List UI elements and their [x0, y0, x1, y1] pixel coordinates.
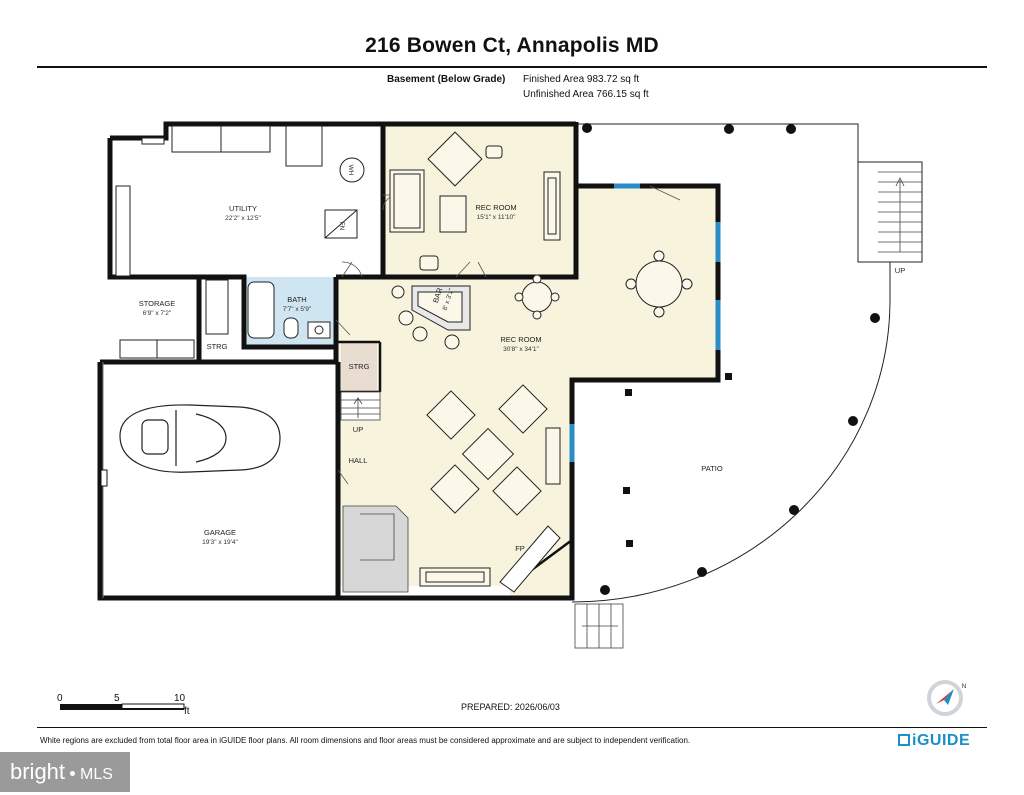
room-name-patio: PATIO: [701, 464, 723, 473]
room-name-hall: HALL: [349, 456, 368, 465]
room-dims-rec-room-2: 30'8" x 34'1": [503, 346, 539, 353]
room-dims-utility: 22'2" x 12'5": [225, 215, 261, 222]
car: [119, 404, 281, 473]
scale-tick-5: 5: [114, 693, 120, 704]
rec-room-2-furniture: [419, 384, 561, 593]
watermark-left-text: bright: [10, 759, 66, 784]
room-name-fp: FP: [515, 544, 525, 553]
iguide-logo-icon: [898, 734, 910, 746]
room-name-strg-2: STRG: [349, 362, 370, 371]
scale-unit: ft: [184, 706, 190, 717]
windows: [569, 183, 721, 462]
unfinished-area: Unfinished Area 766.15 sq ft: [523, 89, 649, 100]
dining-tables: [514, 250, 693, 320]
prepared-date: PREPARED: 2026/06/03: [461, 702, 560, 712]
compass-icon: N: [927, 680, 967, 716]
hall-stairs-up-label: UP: [353, 425, 363, 434]
patio-stairs: [574, 171, 922, 649]
utility-fixtures: [115, 125, 365, 277]
bright-mls-watermark: bright MLS: [0, 752, 130, 792]
title-divider: [37, 66, 987, 68]
iguide-logo: iGUIDE: [898, 732, 970, 750]
walls: [97, 121, 721, 601]
rec-room-1-furniture: [389, 131, 561, 271]
room-name-storage: STORAGE: [139, 299, 176, 308]
bar-counter: [411, 285, 471, 331]
garage-door-gap: [100, 469, 108, 487]
scale-tick-10: 10: [174, 693, 186, 704]
patio-posts: [582, 123, 880, 595]
patio-stairs-up-label: UP: [895, 266, 905, 275]
room-dims-storage: 6'9" x 7'2": [143, 310, 172, 317]
room-dims-garage: 19'3" x 19'4": [202, 539, 238, 546]
room-dims-bath: 7'7" x 5'9": [283, 306, 312, 313]
strg-fill: [341, 342, 377, 392]
room-name-bath: BATH: [287, 295, 306, 304]
iguide-logo-text: iGUIDE: [912, 732, 971, 749]
disclaimer-text: White regions are excluded from total fl…: [40, 736, 691, 745]
finished-area: Finished Area 983.72 sq ft: [523, 74, 640, 85]
hall-stairs: [340, 391, 409, 593]
water-heater: [339, 157, 365, 183]
storage-fixtures: [119, 279, 229, 359]
scale-tick-0: 0: [57, 693, 63, 704]
room-name-strg-1: STRG: [207, 342, 228, 351]
watermark-dot-icon: [70, 770, 76, 776]
room-name-utility: UTILITY: [229, 204, 257, 213]
scale-bar: 0 5 10 ft: [57, 693, 190, 717]
bar-stools: [391, 285, 460, 350]
footer-divider: [37, 727, 987, 728]
compass-north-label: N: [962, 683, 967, 690]
watermark-right-text: MLS: [80, 766, 113, 783]
room-name-garage: GARAGE: [204, 528, 236, 537]
bath-fixtures: [247, 281, 331, 339]
room-dims-rec-room-1: 15'1" x 11'10": [477, 214, 516, 221]
water-heater-label: WH: [347, 165, 354, 176]
level-label: Basement (Below Grade): [387, 74, 506, 85]
room-name-rec-room-2: REC ROOM: [500, 335, 541, 344]
furnace-label: FN: [338, 222, 345, 231]
room-name-rec-room-1: REC ROOM: [475, 203, 516, 212]
page-title: 216 Bowen Ct, Annapolis MD: [365, 34, 659, 57]
